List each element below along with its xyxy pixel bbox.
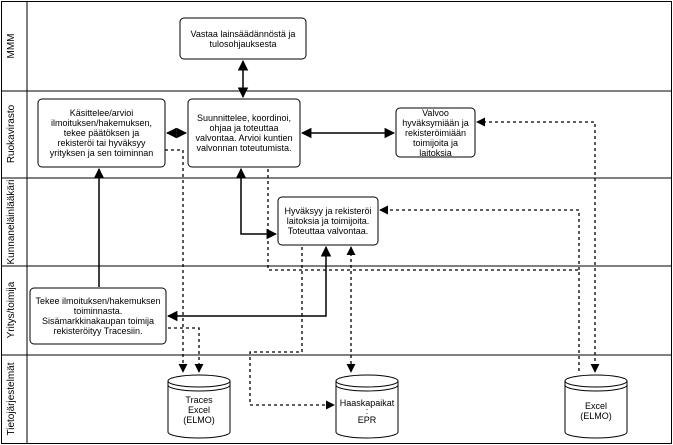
box-kunta <box>277 196 379 246</box>
arrow-center-kunta <box>235 167 278 240</box>
ruoka-left-text: Käsittelee/arvioi ilmoituksen/hakemuksen… <box>49 108 154 158</box>
db-traces-label: Traces Excel (ELMO) <box>183 395 215 425</box>
solid-connectors <box>93 59 396 322</box>
arrow-kunta-yritys <box>166 245 332 322</box>
lane-label-kunnaneläinlääkäri: Kunnaneläinlääkäri <box>6 179 17 264</box>
database-haaskapaikat <box>335 374 399 439</box>
lane-label-yritys-toimija: Yritys/toimija <box>6 281 17 338</box>
mmm-box-text: Vastaa lainsäädännöstä ja tulosohjaukses… <box>190 28 296 49</box>
box-ruoka-right <box>395 107 476 158</box>
box-yritys <box>29 287 167 345</box>
box-ruoka-center <box>187 98 301 168</box>
db-haaskapaikat-title: Haaskapaikat <box>339 398 395 408</box>
dashed-center-route <box>267 169 580 372</box>
ruoka-center-text: Suunnittelee, koordinoi, ohjaa ja toteut… <box>195 113 293 153</box>
dashed-kunta-route <box>249 247 335 410</box>
db-haaskapaikat-sub: EPR <box>357 415 377 425</box>
lane-label-ruokavirasto: Ruokavirasto <box>6 104 17 163</box>
dashed-yritys-to-traces <box>168 327 204 373</box>
dashed-right-to-excel <box>476 117 600 373</box>
lane-label-mmm: MMM <box>6 34 17 59</box>
yritys-box-text: Tekee ilmoituksen/hakemuksen toiminnasta… <box>35 296 161 336</box>
database-excel-elmo <box>564 374 628 439</box>
ruoka-right-text: Valvoo hyväksymiään ja rekisteröimiään t… <box>402 108 469 157</box>
lane-label-tietojarjestelmat: Tietojärjestelmät <box>6 362 17 435</box>
box-ruoka-left <box>37 98 166 168</box>
database-traces-excel <box>167 374 231 439</box>
db-excel-label: Excel (ELMO) <box>580 401 612 421</box>
box-mmm <box>179 17 307 60</box>
dashed-left-to-traces <box>165 149 188 373</box>
kunta-box-text: Hyväksyy ja rekisteröi laitoksia ja toim… <box>284 206 372 236</box>
dashed-excel-to-kunta <box>379 205 580 270</box>
db-haaskapaikat-colon: : <box>365 406 369 416</box>
dashed-connectors <box>165 117 600 410</box>
